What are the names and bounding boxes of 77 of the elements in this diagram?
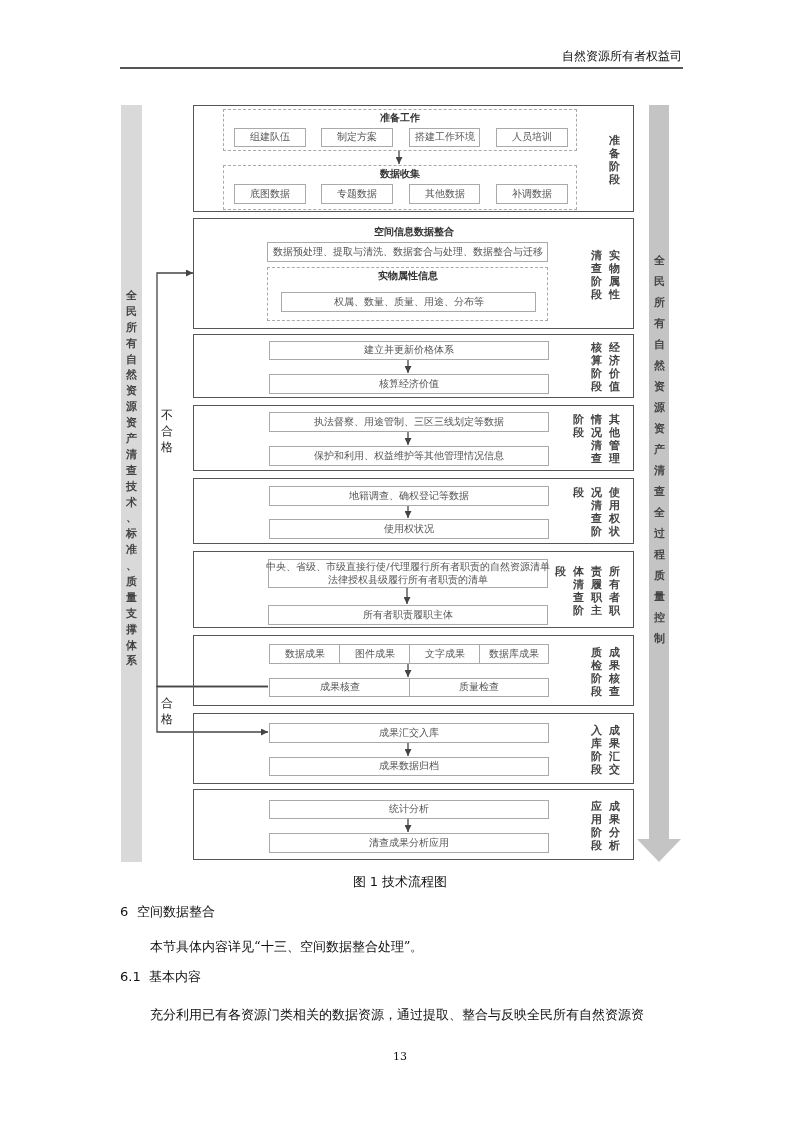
process-box: 人员培训 (496, 128, 568, 147)
stage-label: 所有者职责履职主体清查阶段 (553, 564, 621, 617)
arrow (404, 358, 412, 374)
side-band (121, 105, 142, 862)
process-box: 数据预处理、提取与清洗、数据套合与处理、数据整合与迁移 (267, 242, 548, 262)
text-line: 法律授权县级履行所有者职责的清单 (328, 573, 488, 586)
process-box: 专题数据 (321, 184, 393, 204)
stage-label: 其他管理情况清查阶段 (571, 413, 621, 465)
arrow (404, 504, 412, 519)
process-box: 成果汇交入库 (269, 723, 549, 743)
arrow (404, 662, 412, 678)
process-box: 使用权状况 (269, 519, 549, 539)
process-box: 数据库成果 (479, 644, 549, 664)
stage-panel (193, 789, 634, 860)
stage-panel (193, 713, 634, 784)
stage-panel (193, 551, 634, 628)
text-line: 中央、省级、市级直接行使/代理履行所有者职责的自然资源清单 (266, 561, 550, 574)
stage-label: 成果汇交入库阶段 (589, 723, 621, 776)
stage-label: 成果核查质检阶段 (589, 645, 621, 698)
band-text: 全民所有自然资源资产清查全过程质量控制 (652, 253, 666, 646)
group-heading: 准备工作 (379, 111, 421, 125)
group-heading: 数据收集 (379, 167, 421, 181)
process-box (268, 559, 548, 588)
process-box: 质量检查 (409, 678, 549, 697)
stage-panel (193, 635, 634, 706)
process-box: 制定方案 (321, 128, 393, 147)
process-box: 建立并更新价格体系 (269, 341, 549, 360)
stage-label: 经济价值核算阶段 (589, 341, 621, 393)
band-text: 全民所有自然资源资产清查技术、标准、质量支撑体系 (125, 288, 138, 669)
process-box: 地籍调查、确权登记等数据 (269, 486, 549, 506)
process-box: 成果核查 (269, 678, 410, 697)
group-heading: 实物属性信息 (376, 269, 439, 283)
arrow (404, 430, 412, 446)
process-box: 保护和利用、权益维护等其他管理情况信息 (269, 446, 549, 466)
process-box: 组建队伍 (234, 128, 306, 147)
process-box: 数据成果 (269, 644, 340, 664)
process-box: 权属、数量、质量、用途、分布等 (281, 292, 536, 312)
stage-label: 成果分析应用阶段 (589, 799, 621, 852)
stage-label: 使用权状况清查阶段 (571, 486, 621, 538)
stage-label: 实物属性清查阶段 (589, 248, 621, 301)
process-arrow-band (637, 105, 681, 862)
stage-panel (193, 105, 634, 212)
process-box: 成果数据归档 (269, 757, 549, 776)
arrow (403, 586, 411, 605)
stage-label: 准备阶段 (607, 133, 621, 186)
arrow (156, 685, 269, 736)
process-box: 执法督察、用途管制、三区三线划定等数据 (269, 412, 549, 432)
process-box: 底图数据 (234, 184, 306, 204)
header-text: 自然资源所有者权益司 (562, 48, 682, 65)
process-box: 清查成果分析应用 (269, 833, 549, 853)
process-box: 搭建工作环境 (409, 128, 480, 147)
process-box: 文字成果 (409, 644, 480, 664)
edge-label: 合格 (160, 695, 174, 727)
process-box: 统计分析 (269, 800, 549, 819)
body-text: 本节具体内容详见“十三、空间数据整合处理”。 (150, 938, 424, 956)
process-box: 其他数据 (409, 184, 480, 204)
process-box: 核算经济价值 (269, 374, 549, 394)
dashed-group-box (223, 109, 577, 151)
figure-caption: 图 1 技术流程图 (351, 873, 449, 891)
stage-panel (193, 218, 634, 329)
arrow (395, 149, 403, 165)
dashed-group-box (267, 267, 548, 321)
section-heading: 6.1 基本内容 (120, 968, 201, 986)
arrow (404, 817, 412, 833)
edge-label: 不合格 (160, 407, 174, 455)
dashed-group-box (223, 165, 577, 210)
stage-panel (193, 405, 634, 471)
arrow (404, 741, 412, 757)
body-text: 充分利用已有各资源门类相关的数据资源，通过提取、整合与反映全民所有自然资源资 (150, 1006, 644, 1024)
section-heading: 6 空间数据整合 (120, 903, 215, 921)
process-box: 所有者职责履职主体 (268, 605, 548, 625)
stage-panel (193, 478, 634, 544)
section-heading: 空间信息数据整合 (372, 225, 455, 239)
process-box: 补调数据 (496, 184, 568, 204)
stage-panel (193, 334, 634, 398)
page-number: 13 (392, 1050, 408, 1063)
process-box: 图件成果 (339, 644, 410, 664)
